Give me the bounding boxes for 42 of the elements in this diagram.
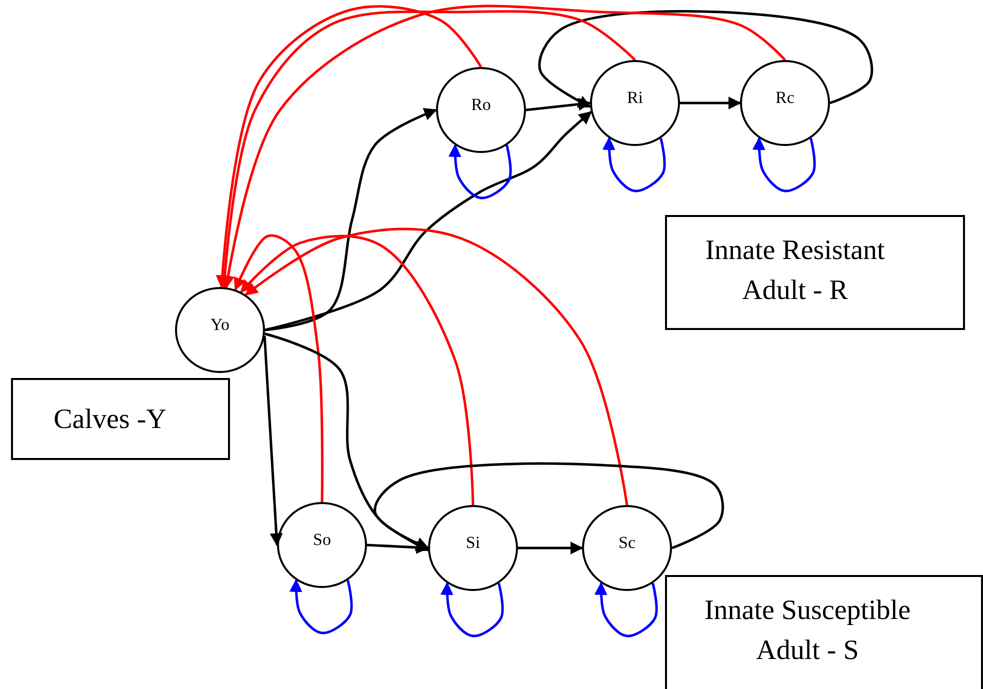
self-loop-arrow [602,136,666,192]
arrow [264,108,438,332]
state-label: Ro [471,95,491,115]
state-circle [582,505,672,591]
arrow [222,4,786,289]
self-loop-arrow [594,582,658,638]
arrow [526,98,592,112]
arrow [234,234,324,502]
state-circle [436,67,526,153]
arrow [264,111,592,332]
arrow [366,540,430,554]
self-loop-arrow [752,136,816,192]
state-circle [590,60,680,146]
arrow [374,462,724,552]
arrow [680,96,742,110]
state-label: So [313,530,331,550]
state-label: Yo [210,315,230,335]
arrow [216,5,482,288]
arrow [218,10,636,288]
arrow [264,332,430,550]
state-circle [175,287,265,373]
arrow [244,228,628,506]
state-label: Sc [618,533,636,553]
group-label-box [11,378,230,460]
self-loop-arrow [448,144,512,200]
state-circle [740,60,830,146]
group-label-box [665,215,965,330]
state-label: Rc [776,88,794,108]
group-label: Calves -Y [52,403,168,437]
group-label-box [665,575,983,689]
state-circle [277,502,367,588]
arrow [240,234,474,506]
group-label: Innate Susceptible Adult - S [703,594,912,668]
arrow [518,542,584,554]
self-loop-arrow [440,582,504,638]
group-label: Innate Resistant Adult - R [704,234,886,308]
arrow [538,10,874,108]
state-label: Si [466,533,480,553]
arrow [263,336,283,546]
state-circle [428,505,518,591]
self-loop-arrow [289,578,353,634]
state-label: Ri [626,88,644,108]
